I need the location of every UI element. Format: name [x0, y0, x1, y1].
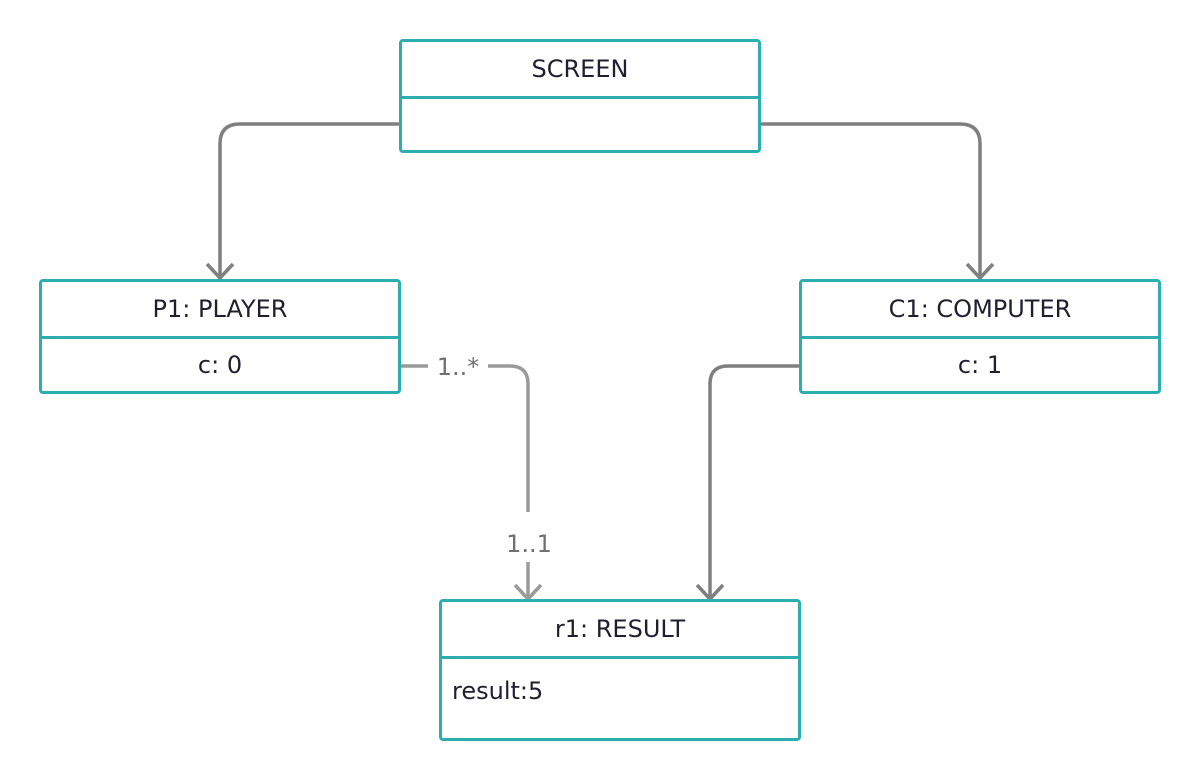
class-attributes-screen: [402, 99, 758, 151]
multiplicity-player-end: 1..*: [437, 353, 480, 381]
class-box-screen[interactable]: SCREEN: [399, 39, 761, 153]
multiplicity-result-end: 1..1: [506, 530, 552, 558]
class-attribute-result: result:5: [452, 677, 544, 705]
connector-screen-to-player: [218, 122, 400, 276]
arrowhead-computer: [965, 262, 995, 280]
connector-computer-to-result: [708, 364, 800, 597]
class-title-player: P1: PLAYER: [42, 282, 398, 339]
class-box-player[interactable]: P1: PLAYER c: 0: [39, 279, 401, 394]
connector-player-to-result: [400, 364, 530, 597]
class-attribute-player: c: 0: [197, 351, 243, 379]
connector-screen-to-computer: [760, 122, 982, 276]
arrowhead-player: [205, 262, 235, 280]
class-box-result[interactable]: r1: RESULT result:5: [439, 599, 801, 741]
class-title-computer: C1: COMPUTER: [802, 282, 1158, 339]
class-box-computer[interactable]: C1: COMPUTER c: 1: [799, 279, 1161, 394]
class-attribute-computer: c: 1: [957, 351, 1003, 379]
class-title-result: r1: RESULT: [442, 602, 798, 659]
class-title-screen: SCREEN: [402, 42, 758, 99]
